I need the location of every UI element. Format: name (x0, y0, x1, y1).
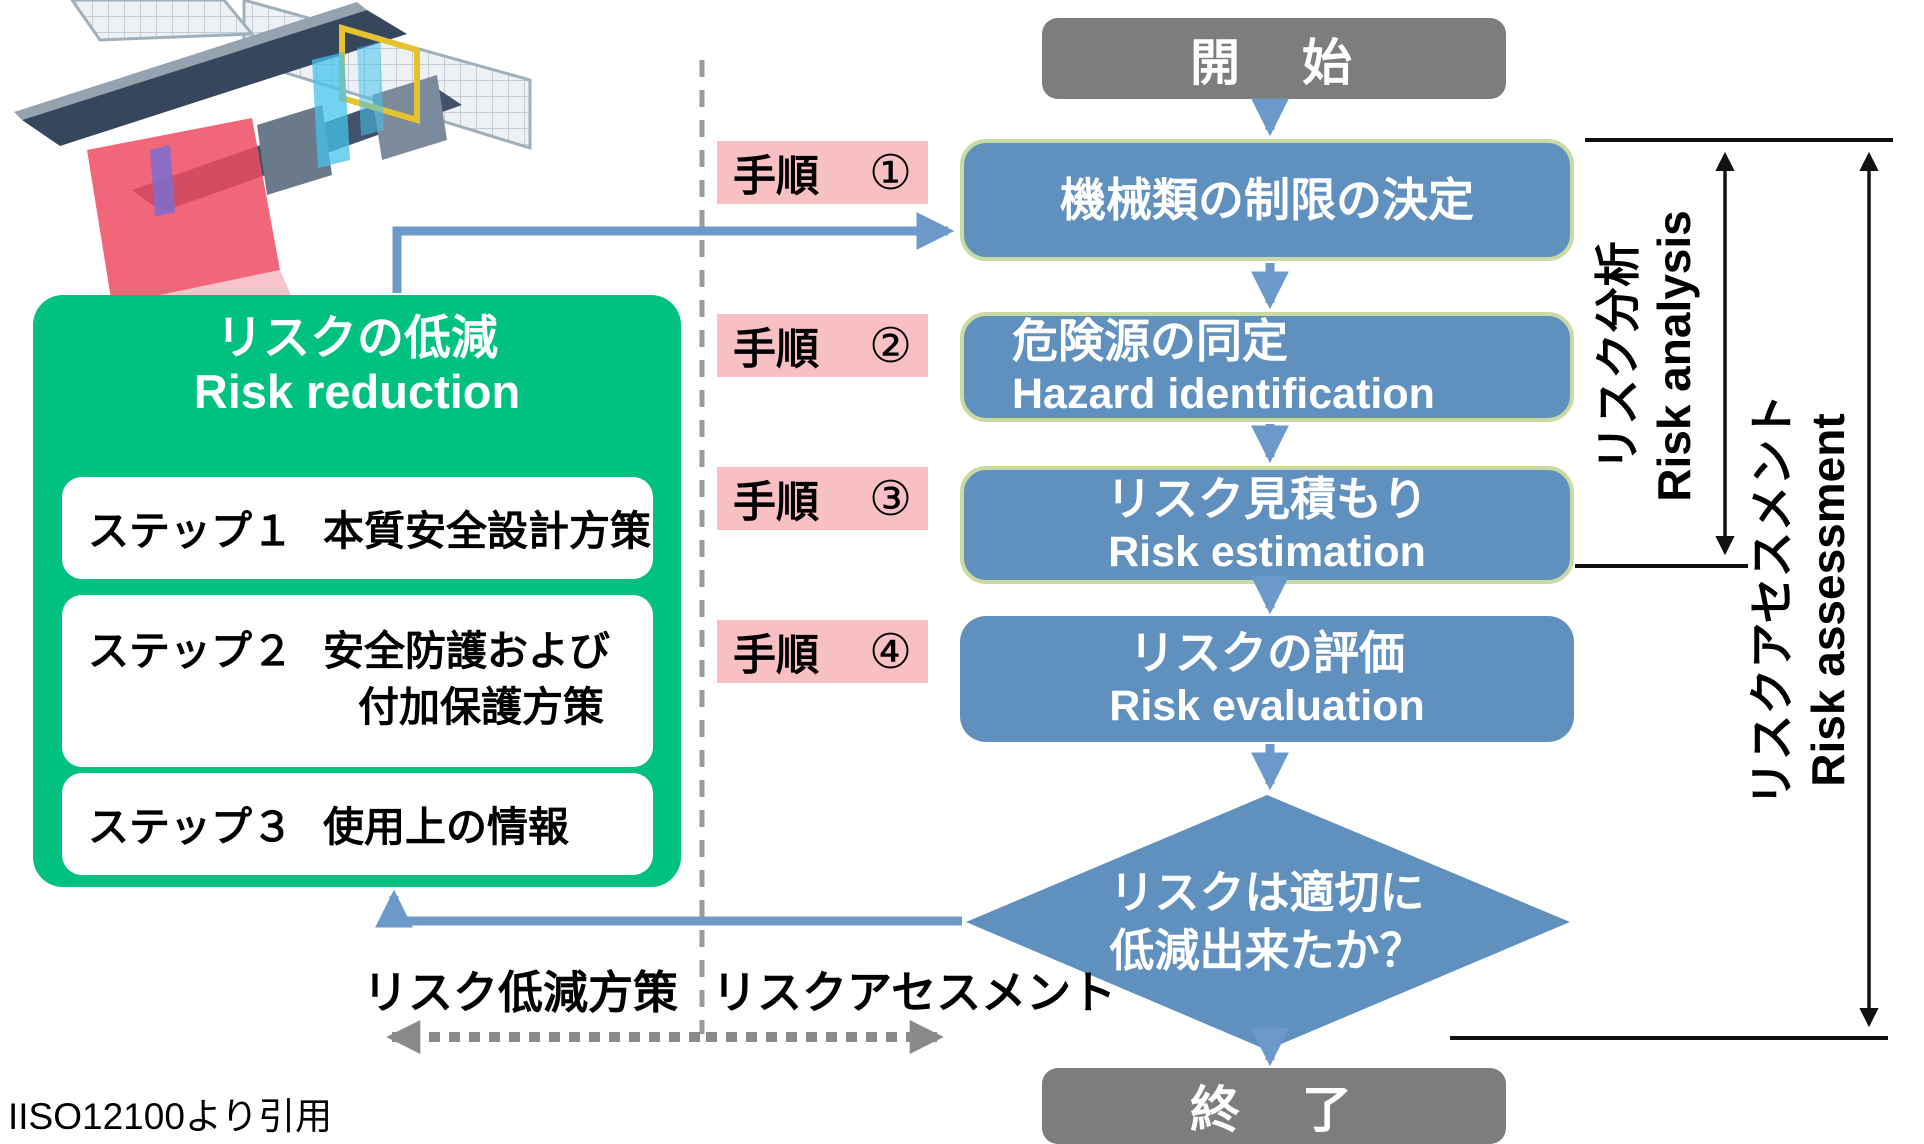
procedure-text: 手順 (733, 631, 819, 680)
step-3-box: ステップ３ 使用上の情報 (62, 773, 653, 875)
detection-zone-red (87, 118, 280, 305)
process-subtitle: Risk evaluation (1109, 682, 1425, 730)
machine-unit (257, 105, 332, 195)
start-terminal: 開 始 (1042, 18, 1506, 99)
conveyor-beam (22, 10, 407, 146)
risk-assessment-zone-label: リスクアセスメント (712, 967, 1117, 1018)
procedure-number: ③ (868, 472, 912, 526)
risk-reduction-panel: リスクの低減 Risk reduction ステップ１ 本質安全設計方策 ステッ… (33, 295, 681, 887)
process-title: リスクの評価 (1129, 627, 1405, 679)
citation-note: IISO12100より引用 (8, 1096, 333, 1137)
risk-reduction-measures-label: リスク低減方策 (362, 967, 678, 1018)
risk-reduction-title: リスクの低減 Risk reduction (33, 295, 681, 419)
step-2-box: ステップ２ 安全防護および 付加保護方策 (62, 595, 653, 767)
machinery-illustration (14, 0, 532, 338)
process-title: 危険源の同定 (1012, 315, 1288, 367)
feedback-arrow-to-risk-reduction (375, 889, 962, 928)
procedure-label-3: 手順 ③ (717, 467, 928, 530)
risk-reduction-title-en: Risk reduction (193, 365, 521, 418)
step-text: 使用上の情報 (323, 804, 569, 850)
operator-figure (150, 145, 175, 217)
step-label: ステップ１ (88, 508, 293, 554)
procedure-text: 手順 (733, 478, 819, 527)
conveyor-edge (14, 2, 367, 120)
process-box-risk-evaluation: リスクの評価 Risk evaluation (960, 616, 1574, 742)
step-1-box: ステップ１ 本質安全設計方策 (62, 477, 653, 579)
process-subtitle: Risk estimation (1108, 528, 1426, 576)
process-box-limits-determination: 機械類の制限の決定 (960, 139, 1574, 261)
procedure-number: ④ (868, 625, 912, 679)
risk-analysis-label: リスク分析 Risk analysis (1590, 210, 1702, 502)
decision-diamond (966, 795, 1570, 1050)
step-text-line2: 付加保護方策 (358, 684, 604, 730)
light-curtain-blue (312, 52, 350, 168)
procedure-label-1: 手順 ① (717, 141, 928, 204)
risk-assessment-label-jp: リスクアセスメント (1746, 393, 1798, 807)
process-box-risk-estimation: リスク見積もり Risk estimation (960, 466, 1574, 584)
procedure-number: ② (868, 319, 912, 373)
risk-assessment-label: リスクアセスメント Risk assessment (1744, 393, 1856, 806)
procedure-text: 手順 (733, 325, 819, 374)
risk-analysis-label-jp: リスク分析 (1592, 241, 1644, 471)
step-label: ステップ２ (88, 628, 293, 674)
risk-analysis-label-en: Risk analysis (1648, 210, 1700, 502)
light-curtain-blue (357, 42, 384, 136)
decision-line2: 低減出来たか？ (1109, 925, 1425, 976)
decision-question: リスクは適切に 低減出来たか？ (986, 864, 1548, 980)
risk-reduction-title-jp: リスクの低減 (216, 311, 498, 364)
process-title: 機械類の制限の決定 (1060, 174, 1474, 226)
process-box-hazard-identification: 危険源の同定 Hazard identification (960, 312, 1574, 422)
procedure-label-2: 手順 ② (717, 314, 928, 377)
decision-line1: リスクは適切に (1109, 867, 1425, 918)
risk-assessment-label-en: Risk assessment (1802, 413, 1854, 787)
process-title: リスク見積もり (1106, 473, 1428, 525)
procedure-number: ① (868, 146, 912, 200)
procedure-label-4: 手順 ④ (717, 620, 928, 683)
procedure-text: 手順 (733, 152, 819, 201)
fence-panel (70, 0, 256, 42)
step-label: ステップ３ (88, 804, 293, 850)
end-terminal: 終 了 (1042, 1068, 1506, 1144)
step-text: 本質安全設計方策 (323, 508, 651, 554)
step-text: 安全防護および (323, 628, 610, 674)
process-subtitle: Hazard identification (1012, 370, 1435, 418)
